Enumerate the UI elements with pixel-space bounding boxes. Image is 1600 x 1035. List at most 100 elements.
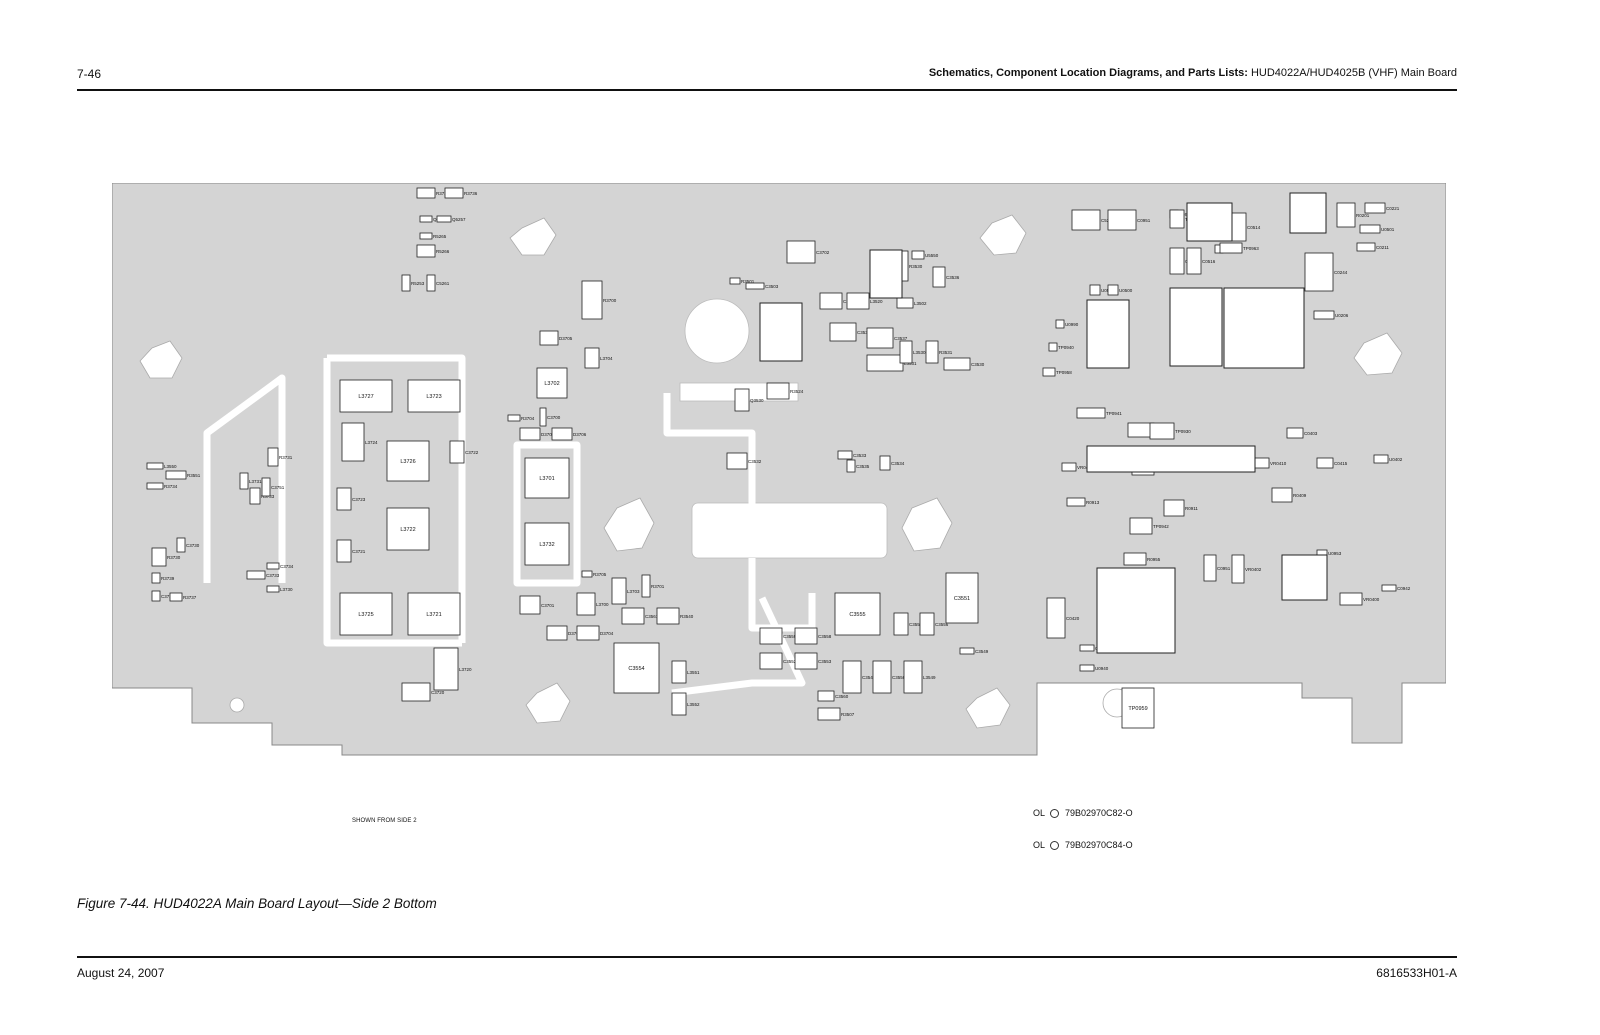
svg-text:C3730: C3730 [186,543,200,548]
component-d3702: D3702 [519,427,555,441]
component-c3723: C3723 [336,487,366,511]
component-c3530: C3530 [943,357,985,371]
svg-text:R3524: R3524 [790,389,804,394]
component-c3552: C3552 [759,652,797,670]
svg-text:R3507: R3507 [841,712,855,717]
footer-date: August 24, 2007 [77,966,165,980]
component-l3731: L3731 [239,472,262,490]
svg-text:L3730: L3730 [280,587,293,592]
svg-text:L3721: L3721 [426,612,441,618]
ol-prefix: OL [1033,840,1046,850]
component-c3553: C3553 [794,652,832,670]
svg-text:R0409: R0409 [1293,493,1307,498]
svg-text:R3705: R3705 [593,572,607,577]
svg-text:C5261: C5261 [436,281,450,286]
component-l3701: L3701 [524,457,570,499]
svg-text:TP0959: TP0959 [1128,706,1147,712]
component-r0911: R0911 [1163,499,1198,517]
svg-text:U0501: U0501 [1381,227,1395,232]
component-u0940: U0940 [1079,664,1109,672]
component-c0951: C0951 [1107,209,1151,231]
component-r3501: R3501 [729,277,755,285]
component-l3550: L3550 [146,462,177,470]
svg-text:C3720: C3720 [431,690,445,695]
component-c3556: C3556 [919,612,949,636]
svg-text:C0221: C0221 [1386,206,1400,211]
svg-text:TP0942: TP0942 [1153,524,1169,529]
component-c3557: C3557 [893,612,923,636]
component-c3554: C3554 [613,642,660,694]
svg-text:R3501: R3501 [741,279,755,284]
svg-text:R3701: R3701 [651,584,665,589]
component-r3704: R3704 [507,414,535,422]
svg-text:C3549: C3549 [975,649,989,654]
component-tp0941: TP0941 [1076,407,1122,419]
component-tp0959: TP0959 [1121,687,1155,729]
component-vr0403: VR0403 [1061,462,1094,472]
svg-text:R5266: R5266 [436,249,450,254]
component-l3700: L3700 [576,592,609,616]
component-c3536: C3536 [932,266,960,288]
svg-text:L3723: L3723 [426,394,441,400]
svg-text:C3551: C3551 [954,596,970,602]
svg-text:U0940: U0940 [1095,666,1109,671]
svg-text:C3535: C3535 [856,464,870,469]
svg-text:C3557: C3557 [909,622,923,627]
ol-circle-icon [1050,840,1060,850]
svg-text:U0990: U0990 [1065,322,1079,327]
component-c0420: C0420 [1046,597,1080,639]
svg-text:L3552: L3552 [687,702,700,707]
component-u0990: U0990 [1055,319,1079,329]
svg-text:C3734: C3734 [280,564,294,569]
component-c0942: C0942 [1381,584,1411,592]
component-c3534: C3534 [879,455,905,471]
component-c0211: C0211 [1356,242,1389,252]
figure-caption: Figure 7-44. HUD4022A Main Board Layout—… [77,896,437,911]
component-c3533: C3533 [837,450,867,460]
component-r0955: R0955 [1123,552,1161,566]
component-tp0942: TP0942 [1129,517,1169,535]
component-l3722: L3722 [386,507,430,551]
component-l3703: L3703 [611,577,640,605]
component-r3507: R3507 [817,707,855,721]
svg-text:C3532: C3532 [748,459,762,464]
svg-text:R3731: R3731 [279,455,293,460]
component-r3551: R3551 [165,470,201,480]
svg-text:L3722: L3722 [400,527,415,533]
footer-doc-number: 6816533H01-A [1376,966,1457,980]
svg-text:TP0963: TP0963 [1243,246,1259,251]
ol-note-2: OL 79B02970C84-O [1033,840,1133,850]
svg-text:L3531: L3531 [904,361,917,366]
component-c3555: C3555 [834,592,881,636]
component-c3549: C3549 [959,647,989,655]
section-title-rest: HUD4022A/HUD4025B (VHF) Main Board [1247,67,1457,79]
header-rule [77,89,1457,91]
component-vr0402: VR0402 [1231,554,1262,584]
svg-text:R3531: R3531 [939,350,953,355]
component-l3549: L3549 [903,660,936,694]
component-r0913: R0913 [1066,497,1100,507]
section-title: Schematics, Component Location Diagrams,… [929,67,1457,79]
component-q5257: Q5257 [436,215,466,223]
ol-code: 79B02970C82-O [1065,808,1133,818]
svg-text:R3730: R3730 [167,555,181,560]
svg-text:L3530: L3530 [913,350,926,355]
svg-text:L3732: L3732 [539,542,554,548]
svg-text:C3553: C3553 [818,659,832,664]
component-tp0963: TP0963 [1219,242,1259,254]
component-r5253: R5253 [401,274,425,292]
svg-text:C3560: C3560 [835,694,849,699]
svg-text:C3536: C3536 [946,275,960,280]
svg-text:C3722: C3722 [465,450,479,455]
component-c0415: C0415 [1316,457,1348,469]
component-c0403: C0403 [1286,427,1318,439]
svg-text:C3702: C3702 [816,250,830,255]
svg-text:R5265: R5265 [433,234,447,239]
component-u5550: U5550 [911,250,939,260]
component-r3531: R3531 [925,340,953,364]
component-c3532: C3532 [726,452,762,470]
component-c3701: C3701 [519,595,555,615]
component-l3726: L3726 [386,440,430,482]
svg-text:C3552: C3552 [783,659,797,664]
component-l3721: L3721 [407,592,461,636]
